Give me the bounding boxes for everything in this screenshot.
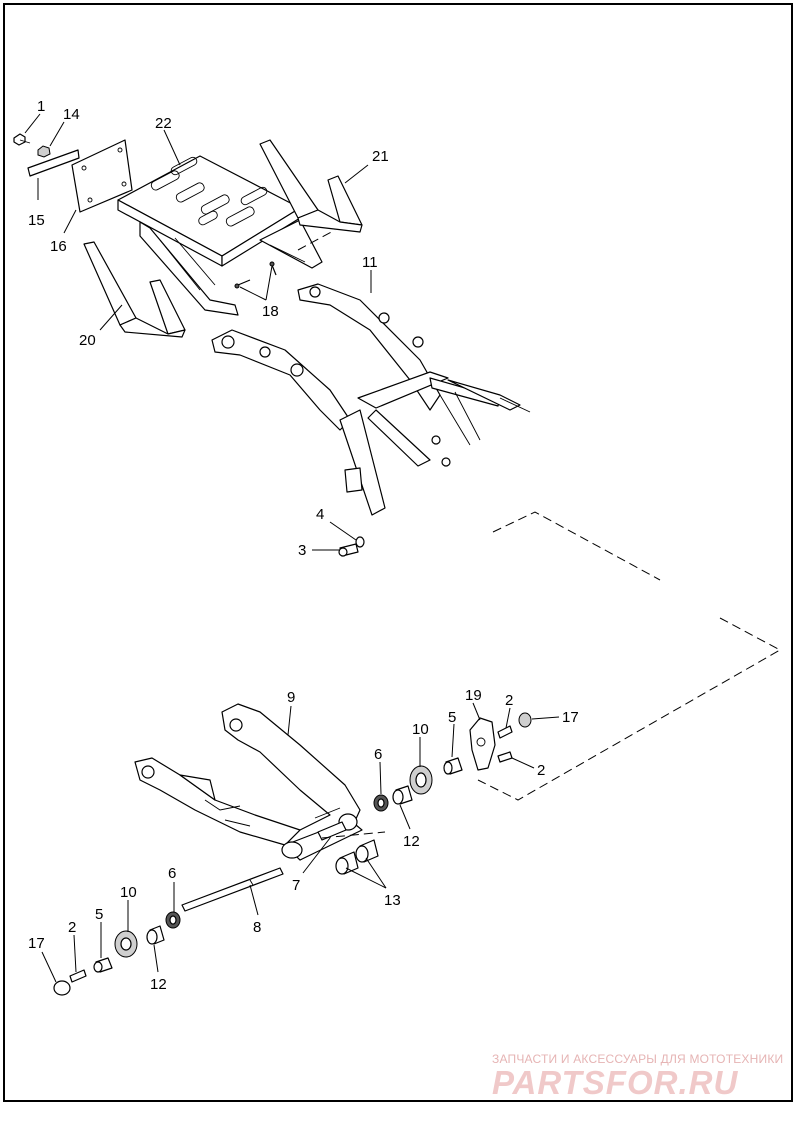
callout-19: 19 <box>465 687 482 704</box>
part-8-shaft <box>181 867 284 912</box>
callout-18: 18 <box>262 303 279 320</box>
part-19-bracket <box>469 717 496 771</box>
callout-13: 13 <box>384 892 401 909</box>
callout-7: 7 <box>292 877 300 894</box>
diagram-border <box>3 3 793 1102</box>
callout-5-b: 5 <box>95 906 103 923</box>
watermark-brand-logo: PARTSFOR.RU <box>492 1064 739 1101</box>
part-3-bolt <box>338 543 359 557</box>
callout-8: 8 <box>253 919 261 936</box>
callout-6-a: 6 <box>374 746 382 763</box>
part-7-cover <box>317 821 347 841</box>
callout-20: 20 <box>79 332 96 349</box>
part-17-nut-right <box>518 712 532 728</box>
callout-2-b: 2 <box>537 762 545 779</box>
callout-2-a: 2 <box>505 692 513 709</box>
part-21-bracket <box>259 139 363 233</box>
leader-lines <box>24 113 560 983</box>
callout-22: 22 <box>155 115 172 132</box>
callout-2-c: 2 <box>68 919 76 936</box>
part-22-rack <box>117 155 323 316</box>
part-16-plate <box>71 139 133 213</box>
callout-11: 11 <box>362 254 378 271</box>
part-10-cap-right <box>409 765 433 795</box>
part-15-strip <box>27 149 80 177</box>
callout-10-b: 10 <box>120 884 137 901</box>
callout-14: 14 <box>63 106 80 123</box>
part-14-nut <box>37 145 51 158</box>
callout-9: 9 <box>287 689 295 706</box>
callout-16: 16 <box>50 238 67 255</box>
callout-4: 4 <box>316 506 324 523</box>
callout-17-b: 17 <box>28 935 45 952</box>
part-2-screw-right-a <box>497 725 513 739</box>
callout-15: 15 <box>28 212 45 229</box>
callout-10-a: 10 <box>412 721 429 738</box>
part-5-spacer-left <box>93 957 113 973</box>
part-6-bearing-left <box>165 911 181 929</box>
callout-1: 1 <box>37 98 45 115</box>
part-4-washer <box>355 536 365 548</box>
part-5-spacer-right <box>443 757 463 775</box>
part-12-bushing-left <box>146 925 165 945</box>
part-2-screw-right-b <box>497 751 513 763</box>
part-1-screw <box>13 133 31 146</box>
callout-5-a: 5 <box>448 709 456 726</box>
watermark-tagline: ЗАПЧАСТИ И АКСЕССУАРЫ ДЛЯ МОТОТЕХНИКИ <box>492 1052 784 1066</box>
part-20-bracket <box>83 241 186 338</box>
dashed-connectors <box>297 229 782 839</box>
part-18-screws <box>234 261 277 289</box>
callout-12-b: 12 <box>150 976 167 993</box>
part-2-screw-left <box>69 969 87 983</box>
callout-labels: 1 14 22 21 15 16 11 18 20 4 3 9 19 2 17 … <box>28 98 579 993</box>
callout-6-b: 6 <box>168 865 176 882</box>
callout-12-a: 12 <box>403 833 420 850</box>
callout-17-a: 17 <box>562 709 579 726</box>
part-11-frame <box>211 283 531 516</box>
callout-3: 3 <box>298 542 306 559</box>
part-6-bearing-right <box>373 794 389 812</box>
part-13-spacers <box>335 839 379 875</box>
part-17-cap-left <box>53 980 71 996</box>
part-10-cap-left <box>114 930 138 958</box>
part-12-bushing-right <box>392 785 413 805</box>
callout-21: 21 <box>372 148 389 165</box>
